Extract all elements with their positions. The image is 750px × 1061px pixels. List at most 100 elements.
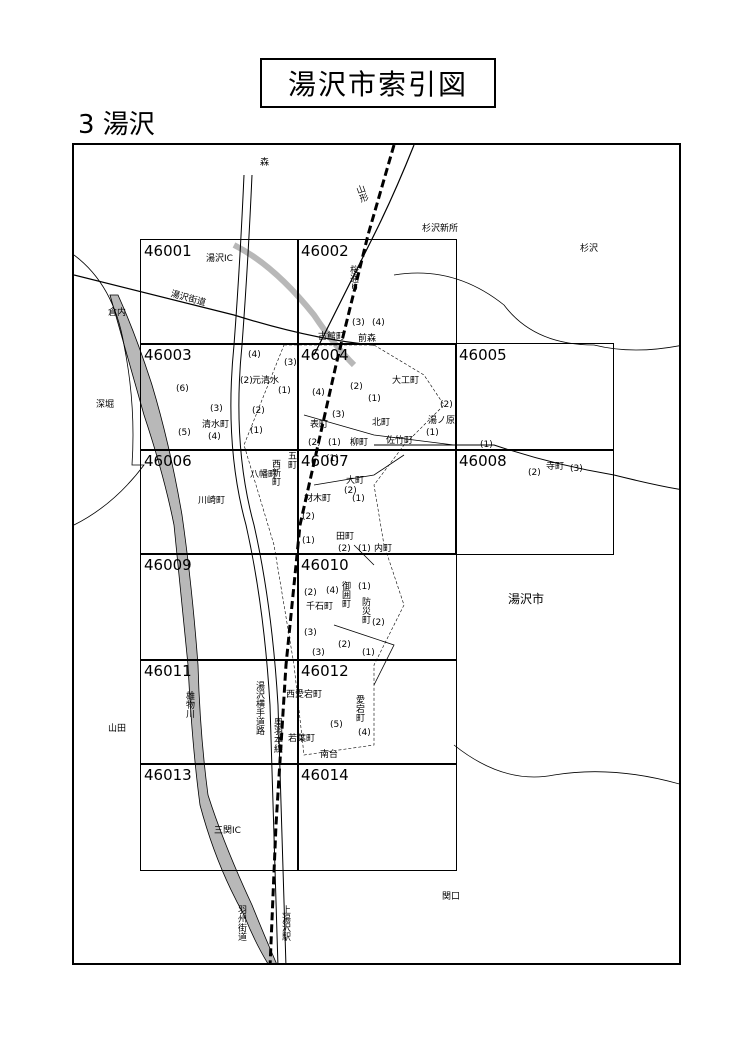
- cell-id: 46009: [144, 556, 192, 574]
- label-sekiguchi: 関口: [442, 892, 461, 902]
- label-ou-line: 奥羽本線: [272, 717, 282, 753]
- subdivision-marker: (1): [328, 438, 341, 448]
- grid-cell-46008[interactable]: 46008: [455, 449, 614, 555]
- subdivision-marker: (2): [304, 588, 317, 598]
- label-yuzawa-ic: 湯沢IC: [206, 254, 233, 264]
- grid-cell-46001[interactable]: 46001: [140, 239, 299, 345]
- label-minamidai: 南台: [320, 750, 339, 760]
- label-wakamatsumachi: 若葉町: [288, 734, 316, 744]
- grid-cell-46004[interactable]: 46004: [297, 343, 457, 451]
- subdivision-marker: (1): [358, 544, 371, 554]
- railway: [268, 145, 396, 963]
- label-kamiyuzawa: 上湯沢駅: [280, 905, 290, 941]
- subdivision-marker: (2): [372, 618, 385, 628]
- label-fukahori: 深堀: [96, 400, 115, 410]
- subdivision-marker: (3): [570, 464, 583, 474]
- label-uchimachi: 内町: [374, 544, 393, 554]
- river: [109, 294, 277, 963]
- cell-id: 46006: [144, 452, 192, 470]
- subdivision-marker: (1): [480, 440, 493, 450]
- cell-id: 46014: [301, 766, 349, 784]
- label-sugisawa: 杉沢: [580, 244, 599, 254]
- grid-cell-46006[interactable]: 46006: [140, 449, 299, 555]
- label-akita-kaido: 羽州街道: [236, 905, 246, 941]
- subdivision-marker: (3): [332, 410, 345, 420]
- subdivision-marker: (1): [326, 454, 339, 464]
- grid-cell-46010[interactable]: 46010: [297, 553, 457, 661]
- cell-id: 46011: [144, 662, 192, 680]
- grid-cell-46009[interactable]: 46009: [140, 553, 299, 661]
- expressway: [230, 174, 279, 963]
- subdivision-marker: (4): [312, 388, 325, 398]
- label-kawasakimachi: 川崎町: [198, 496, 226, 506]
- grid-cell-46005[interactable]: 46005: [455, 343, 614, 451]
- label-kitamachi: 北町: [372, 418, 391, 428]
- subdivision-marker: (3): [304, 628, 317, 638]
- boundary-west: [74, 254, 145, 526]
- subdivision-marker: (2): [302, 512, 315, 522]
- grid-cell-46007[interactable]: 46007: [297, 449, 457, 555]
- cell-id: 46005: [459, 346, 507, 364]
- subdivision-marker: (4): [208, 432, 221, 442]
- label-rokucho: 桜通り: [348, 265, 358, 292]
- subdivision-marker: (4): [248, 350, 261, 360]
- label-tamachi: 田町: [336, 532, 355, 542]
- cell-id: 46008: [459, 452, 507, 470]
- subdivision-marker: (1): [278, 386, 291, 396]
- cell-id: 46002: [301, 242, 349, 260]
- subdivision-marker: (4): [358, 728, 371, 738]
- label-nishishinmachi: 西新町: [270, 459, 280, 486]
- subdivision-marker: (2): [308, 438, 321, 448]
- subdivision-marker: (1): [352, 494, 365, 504]
- subdivision-marker: (2): [252, 406, 265, 416]
- river-upper: [232, 242, 357, 368]
- subdivision-marker: (5): [330, 720, 343, 730]
- cell-id: 46010: [301, 556, 349, 574]
- label-yanagimachi: 柳町: [350, 438, 369, 448]
- boundary-east: [393, 272, 679, 785]
- cell-id: 46013: [144, 766, 192, 784]
- town-outline: [243, 344, 445, 756]
- label-yaemachi: 八幡町: [250, 470, 278, 480]
- grid-cell-46013[interactable]: 46013: [140, 763, 299, 871]
- index-map: 46001 46002 46003 46004 46005 46006 4600…: [72, 143, 681, 965]
- subdivision-marker: (5): [178, 428, 191, 438]
- road-ne: [313, 145, 415, 356]
- label-zaimokumachi: 材木町: [304, 494, 332, 504]
- label-kurauchi: 倉内: [108, 308, 127, 318]
- subdivision-marker: (1): [368, 394, 381, 404]
- label-shimizumachi: 清水町: [202, 420, 230, 430]
- label-sakimachi: 寺町: [546, 462, 565, 472]
- label-sugisawa-shinsho: 杉沢新所: [422, 224, 459, 234]
- subdivision-marker: (4): [326, 586, 339, 596]
- subdivision-marker: (1): [426, 428, 439, 438]
- cell-id: 46012: [301, 662, 349, 680]
- grid-cell-46012[interactable]: 46012: [297, 659, 457, 765]
- label-ootakumachi: 大工町: [392, 376, 420, 386]
- road-e: [373, 444, 679, 490]
- label-maemori: 前森: [358, 334, 377, 344]
- subdivision-marker: (2): [240, 376, 253, 386]
- subdivision-marker: (2): [350, 382, 363, 392]
- grid-cell-46003[interactable]: 46003: [140, 343, 299, 451]
- subdivision-marker: (1): [358, 582, 371, 592]
- subdivision-marker: (1): [250, 426, 263, 436]
- grid-cell-46002[interactable]: 46002: [297, 239, 457, 345]
- grid-cell-46011[interactable]: 46011: [140, 659, 299, 765]
- label-yokote-expwy: 湯沢横手道路: [254, 681, 264, 735]
- label-omachi: 大町: [346, 476, 365, 486]
- subdivision-marker: (2): [344, 486, 357, 496]
- grid-cell-46014[interactable]: 46014: [297, 763, 457, 871]
- label-senkokumachi: 千石町: [306, 602, 334, 612]
- subdivision-marker: (1): [362, 648, 375, 658]
- label-nishiatagomachi: 西愛宕町: [286, 690, 323, 700]
- label-yunohara: 湯ノ原: [428, 416, 456, 426]
- subdivision-marker: (2): [338, 640, 351, 650]
- road-kaido: [74, 274, 375, 346]
- subdivision-marker: (2): [440, 400, 453, 410]
- subdivision-marker: (2): [338, 544, 351, 554]
- map-title: 湯沢市索引図: [260, 58, 496, 108]
- label-omotemachi: 表町: [310, 420, 329, 430]
- label-motoshimizu: 元清水: [252, 376, 280, 386]
- label-gomachi: 五町: [286, 451, 296, 469]
